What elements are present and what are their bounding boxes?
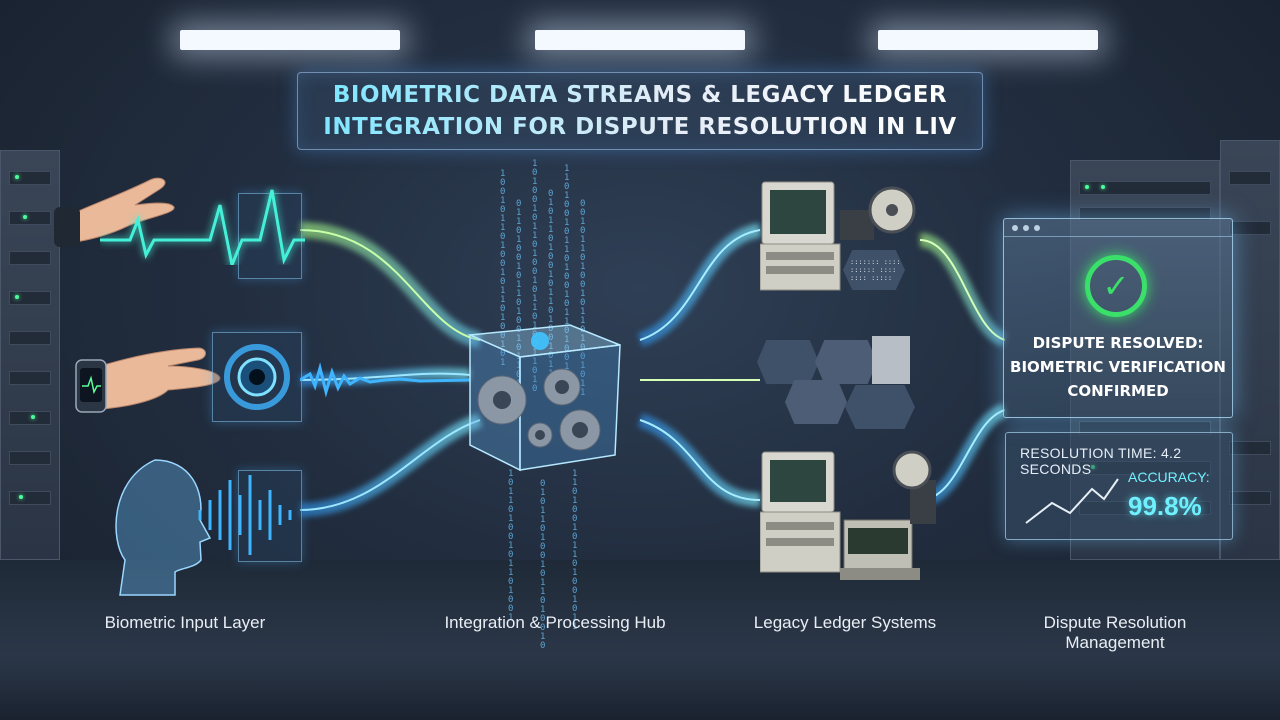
ledger-block [872,336,910,384]
binary-code: 0101101001011010010 [540,479,546,651]
heartbeat-panel [238,193,302,279]
audio-wave-icon [198,475,292,555]
check-circle-icon: ✓ [1085,255,1147,317]
label-legacy-ledger: Legacy Ledger Systems [753,613,937,632]
ceiling-light [535,30,745,50]
result-message: DISPUTE RESOLVED: BIOMETRIC VERIFICATION… [1004,331,1232,403]
voice-wave-icon [300,362,470,398]
processing-hub-cube-icon [467,324,621,472]
floor [0,560,1280,720]
resolution-stats-panel: RESOLUTION TIME: 4.2 SECONDS ACCURACY: 9… [1005,432,1233,540]
dispute-result-window: ✓ DISPUTE RESOLVED: BIOMETRIC VERIFICATI… [1003,218,1233,418]
ceiling-light [180,30,400,50]
ledger-tag: ::::::: :::::::::: :::::::: ::::: [850,258,901,282]
label-biometric-input: Biometric Input Layer [104,613,266,632]
resolution-time: RESOLUTION TIME: 4.2 SECONDS [1020,445,1182,477]
ledger-hexagon [785,380,847,424]
title-line-1: BIOMETRIC DATA STREAMS & LEGACY LEDGER [333,79,947,111]
window-title-bar [1004,219,1232,237]
binary-code: 10110100101101001 [508,469,514,623]
iris-scan-icon [224,344,290,410]
hand-smartwatch-icon [75,347,221,413]
label-dispute-line-2: Management [1065,633,1165,652]
ledger-hexagon [845,385,915,429]
ledger-hexagon [843,250,905,290]
accuracy-value: 99.8% [1128,491,1202,521]
legacy-terminal-icon [760,450,936,580]
label-dispute-line-1: Dispute Resolution [1043,613,1187,632]
server-rack-left [0,150,60,560]
heartbeat-wave-icon [100,189,305,265]
head-profile-icon [115,459,212,596]
hand-wristband-icon [54,177,175,247]
title-banner: BIOMETRIC DATA STREAMS & LEGACY LEDGER I… [297,72,983,150]
result-line-1: DISPUTE RESOLVED: [1032,334,1204,352]
result-line-2: BIOMETRIC VERIFICATION [1010,358,1226,376]
ledger-hexagon [815,340,877,384]
label-dispute-resolution: Dispute Resolution Management [1010,613,1220,653]
binary-code: 110100101101001011 [572,469,578,632]
binary-code: 10100101101001011010011010 [532,159,538,394]
legacy-computer-icon [760,181,916,291]
accuracy-label: ACCURACY: [1128,469,1210,485]
label-processing-hub: Integration & Processing Hub [444,613,666,632]
ceiling-light [878,30,1098,50]
ledger-hexagon [757,340,819,384]
trend-line-icon [1025,478,1119,524]
result-line-3: CONFIRMED [1067,382,1169,400]
title-line-2: INTEGRATION FOR DISPUTE RESOLUTION IN LI… [323,111,956,143]
